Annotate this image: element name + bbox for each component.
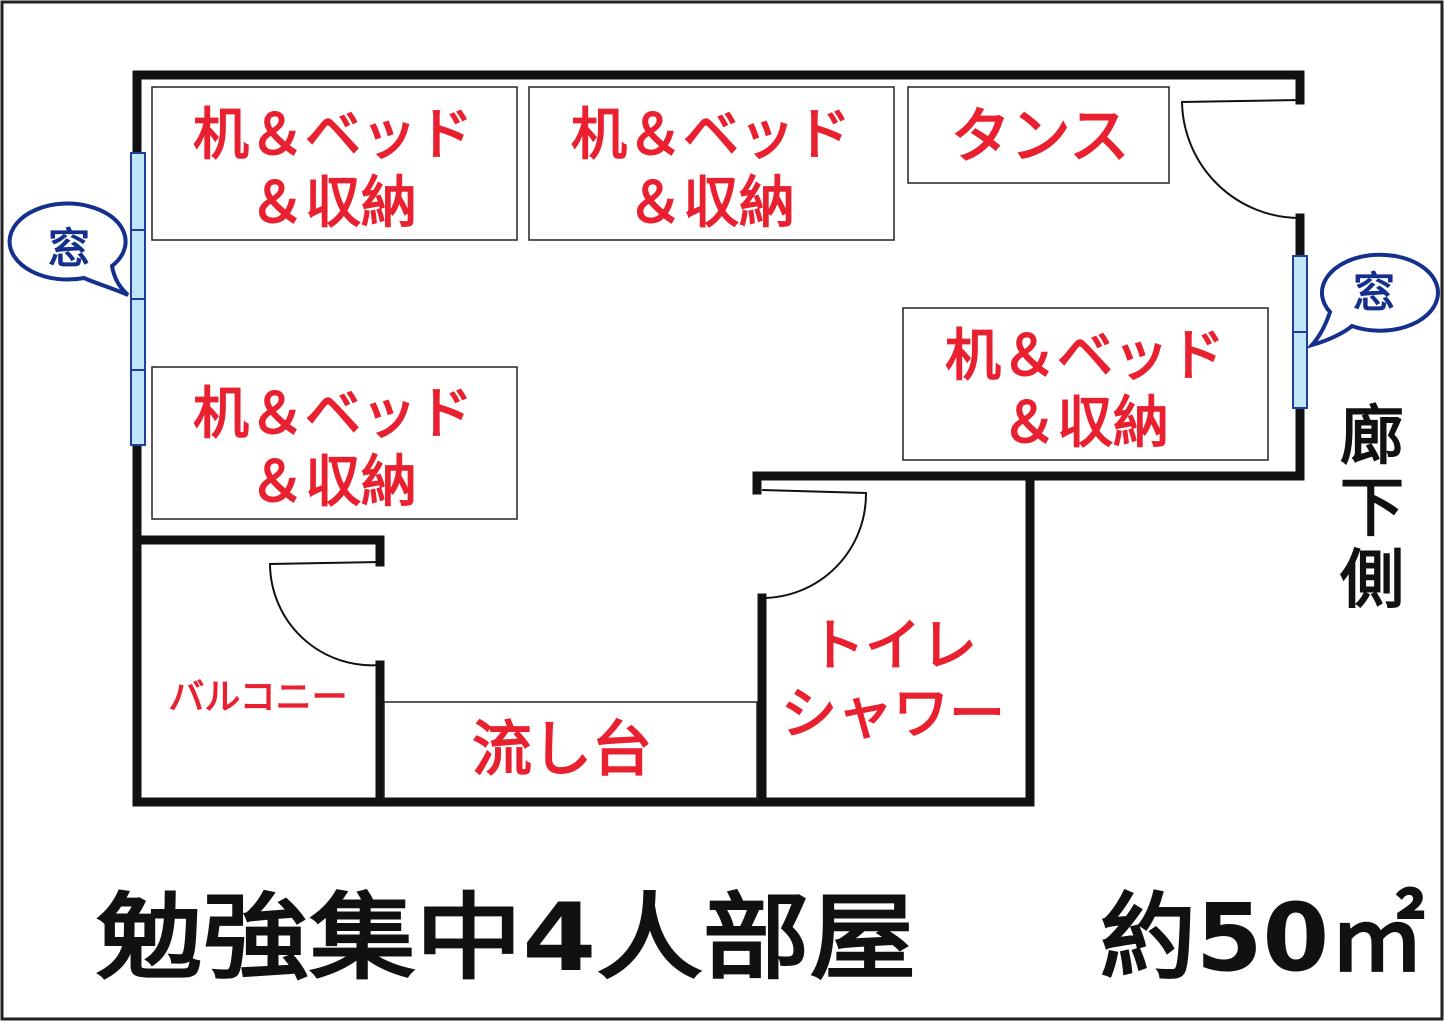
desk-bed-4-line2: ＆収納 — [249, 450, 417, 515]
outer-wall — [132, 70, 1305, 807]
tansu-label: タンス — [951, 102, 1130, 172]
hallway-char-3: 側 — [1339, 544, 1404, 618]
entrance-door-icon — [1180, 99, 1301, 219]
tansu-box — [907, 86, 1170, 184]
toilet-wall-top — [752, 471, 1035, 495]
speech-bubble-icon — [1305, 252, 1440, 349]
balcony-door-icon — [268, 561, 381, 667]
sink-counter — [383, 701, 758, 802]
right-window-bubble: 窓 — [1305, 252, 1440, 349]
left-window-label: 窓 — [48, 224, 90, 273]
desk-bed-box-2 — [528, 86, 895, 241]
desk-bed-box-4 — [151, 366, 518, 520]
desk-bed-box-1 — [151, 86, 518, 241]
left-window-bubble: 窓 — [7, 201, 130, 297]
room-labels: 机＆ベッド ＆収納 机＆ベッド ＆収納 タンス 机＆ベッド ＆収納 机＆ベッド … — [168, 102, 1225, 785]
balcony-label: バルコニー — [168, 677, 347, 718]
page-title: 勉強集中4人部屋 — [96, 884, 916, 993]
left-window — [130, 152, 146, 446]
desk-bed-1-line1: 机＆ベッド — [193, 103, 473, 168]
desk-bed-2-line2: ＆収納 — [627, 171, 795, 236]
room-area: 約50㎡ — [1100, 884, 1425, 993]
hallway-side-label: 廊 下 側 — [1339, 400, 1404, 618]
sink-label: 流し台 — [472, 715, 652, 785]
desk-bed-4-line1: 机＆ベッド — [193, 382, 473, 447]
speech-bubble-icon — [7, 201, 130, 297]
toilet-shower-line2: シャワー — [781, 682, 1005, 747]
right-window — [1292, 255, 1308, 409]
toilet-door-icon — [761, 489, 868, 599]
desk-bed-2-line1: 机＆ベッド — [571, 103, 851, 168]
right-window-label: 窓 — [1353, 268, 1395, 317]
hallway-char-2: 下 — [1340, 472, 1404, 546]
desk-bed-1-line2: ＆収納 — [249, 171, 417, 236]
toilet-shower-line1: トイレ — [809, 614, 977, 679]
desk-bed-box-3 — [902, 307, 1269, 461]
desk-bed-3-line1: 机＆ベッド — [945, 324, 1225, 389]
furniture-boxes — [151, 86, 1269, 802]
walls — [132, 70, 1305, 807]
balcony-wall-top — [132, 535, 385, 567]
desk-bed-3-line2: ＆収納 — [1001, 391, 1169, 456]
hallway-char-1: 廊 — [1340, 400, 1404, 474]
door-swings — [268, 99, 1301, 667]
